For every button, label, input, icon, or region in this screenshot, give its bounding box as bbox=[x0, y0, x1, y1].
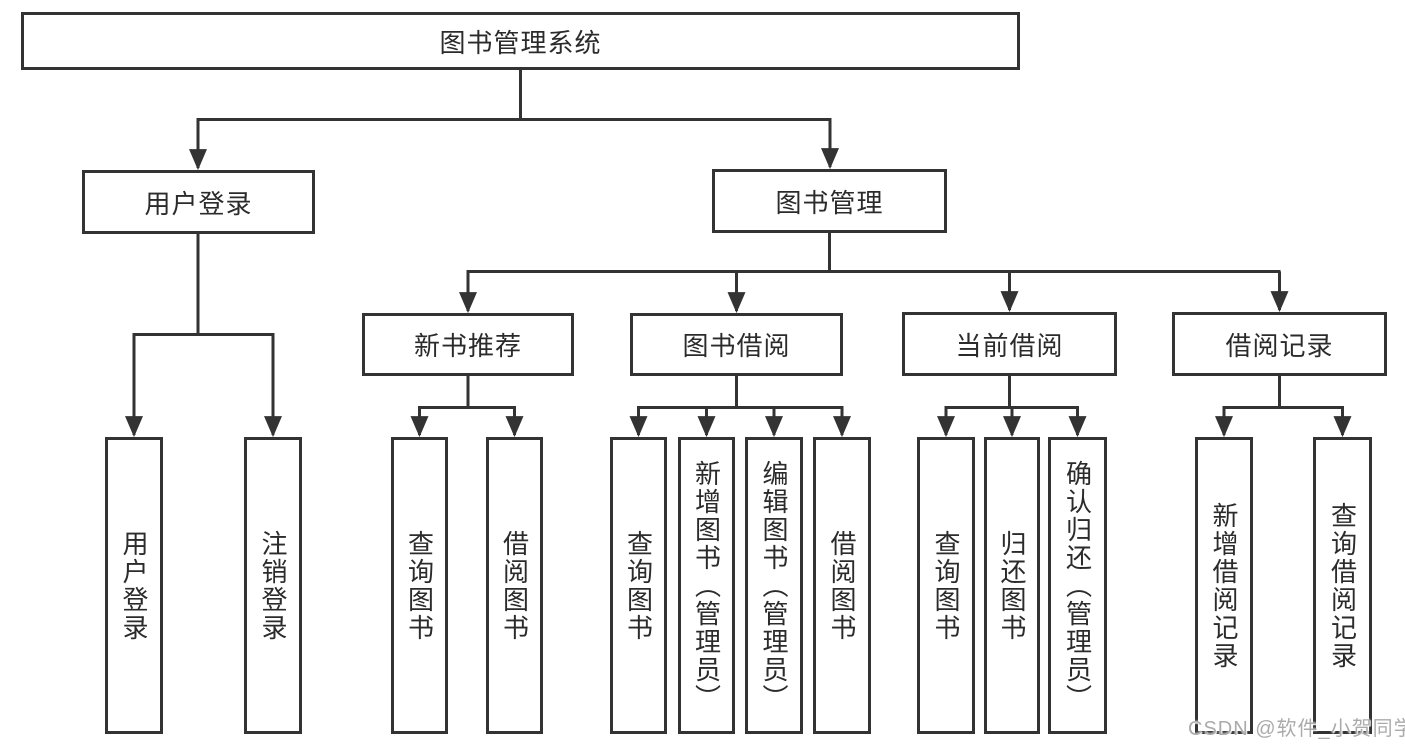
leaf-bb-edit-book-admin: 编辑图书（管理员） bbox=[745, 437, 803, 734]
leaf-br-query-record: 查询借阅记录 bbox=[1313, 437, 1372, 734]
leaf-bb-query-books: 查询图书 bbox=[610, 437, 667, 734]
leaf-user-login: 用户登录 bbox=[105, 437, 163, 734]
node-borrow-records: 借阅记录 bbox=[1172, 312, 1387, 376]
node-book-management: 图书管理 bbox=[712, 169, 947, 233]
leaf-bb-add-book-admin: 新增图书（管理员） bbox=[678, 437, 735, 734]
node-book-borrow: 图书借阅 bbox=[630, 313, 843, 376]
leaf-cb-confirm-return-admin: 确认归还（管理员） bbox=[1048, 437, 1107, 734]
leaf-nbr-query-books: 查询图书 bbox=[391, 437, 448, 734]
node-current-borrow: 当前借阅 bbox=[902, 312, 1117, 376]
node-new-book-recommend: 新书推荐 bbox=[362, 313, 574, 376]
csdn-watermark: CSDN @软件_小贺同学 bbox=[1188, 718, 1405, 740]
leaf-nbr-borrow-books: 借阅图书 bbox=[486, 437, 543, 734]
leaf-cb-return-books: 归还图书 bbox=[984, 437, 1040, 734]
node-root: 图书管理系统 bbox=[21, 12, 1020, 70]
leaf-br-add-record: 新增借阅记录 bbox=[1195, 437, 1253, 734]
leaf-logout: 注销登录 bbox=[244, 437, 302, 734]
leaf-cb-query-books: 查询图书 bbox=[917, 437, 975, 734]
leaf-bb-borrow-books: 借阅图书 bbox=[813, 437, 871, 734]
node-user-login: 用户登录 bbox=[82, 170, 315, 234]
